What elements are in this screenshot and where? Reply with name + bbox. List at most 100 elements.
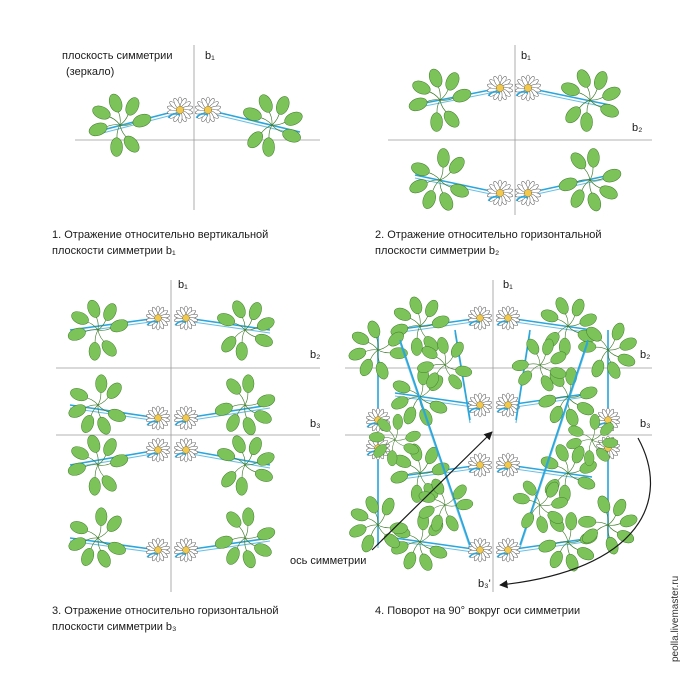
leaf <box>276 96 290 115</box>
leaf-cluster <box>67 299 129 361</box>
leaf <box>431 514 443 532</box>
leaf <box>226 547 240 565</box>
leaf <box>521 512 535 529</box>
panel1-caption-line1: 1. Отражение относительно вертикальной <box>52 229 269 241</box>
leaf <box>390 470 409 484</box>
daisy-flower <box>146 537 170 563</box>
leaf <box>95 374 108 393</box>
leaf <box>542 338 554 356</box>
panel4-axis-b1-label: b₁ <box>503 279 513 291</box>
leaf <box>410 337 423 356</box>
leaf <box>512 493 530 505</box>
daisy-flower <box>487 74 513 102</box>
panel2-axis-b1-label: b₁ <box>521 50 531 62</box>
leaf <box>611 322 625 341</box>
leaf <box>248 302 262 321</box>
panel3-caption-line2: плоскости симметрии b₃ <box>52 621 177 633</box>
leaf <box>242 550 256 569</box>
daisy-flower <box>515 179 541 207</box>
daisy-flower <box>496 452 520 478</box>
leaf-cluster <box>217 300 275 361</box>
leaf <box>589 413 600 430</box>
leaf <box>419 553 433 571</box>
leaf <box>429 400 448 414</box>
leaf <box>549 367 567 379</box>
leaf <box>373 444 387 458</box>
leaf <box>549 550 563 569</box>
leaf <box>602 437 619 448</box>
panel3-axis-b1-label: b₁ <box>178 279 188 291</box>
leaf <box>409 179 428 194</box>
leaf <box>437 148 450 168</box>
leaf <box>452 88 472 103</box>
leaf-cluster <box>578 322 637 379</box>
leaf-cluster <box>217 435 275 496</box>
leaf <box>70 388 89 402</box>
leaf <box>555 444 569 462</box>
leaf <box>110 137 123 157</box>
panel4-caption: 4. Поворот на 90° вокруг оси симметрии <box>375 605 581 617</box>
leaf-cluster <box>349 496 408 553</box>
leaf <box>437 337 449 354</box>
leaf-cluster <box>67 434 129 496</box>
leaf <box>68 404 87 418</box>
leaf-cluster <box>214 507 276 569</box>
leaf-cluster <box>538 512 598 572</box>
leaf <box>565 106 581 124</box>
panel4-axis-b2-label: b₂ <box>640 349 651 361</box>
leaf <box>368 432 385 443</box>
leaf <box>81 414 95 433</box>
leaf <box>605 536 619 555</box>
leaf <box>389 522 408 535</box>
stem-line <box>507 317 593 331</box>
panel4-axis-b3-prime-label: b₃' <box>478 578 491 590</box>
leaf <box>571 445 585 464</box>
leaf <box>584 450 595 467</box>
leaf <box>426 372 440 389</box>
leaf <box>88 477 101 496</box>
leaf <box>600 104 619 118</box>
leaf <box>95 507 108 526</box>
leaf <box>226 414 240 432</box>
leaf <box>70 521 89 535</box>
leaf <box>101 475 117 492</box>
floral-motifs <box>67 68 638 572</box>
leaf-cluster <box>68 507 126 568</box>
leaf <box>258 94 273 113</box>
stem-line <box>507 467 593 481</box>
daisy-flower <box>146 305 170 331</box>
stem-line <box>394 537 481 551</box>
leaf <box>555 297 569 315</box>
leaf-cluster <box>566 413 619 467</box>
leaf <box>254 333 273 347</box>
leaf <box>602 86 621 101</box>
leaf <box>596 448 610 462</box>
leaf <box>565 553 579 572</box>
leaf <box>405 430 421 442</box>
leaf <box>549 405 563 424</box>
leaf <box>411 162 430 176</box>
leaf <box>377 418 391 432</box>
leaf <box>110 454 129 468</box>
leaf <box>221 471 237 488</box>
leaf <box>132 113 152 128</box>
stem-line <box>185 320 271 334</box>
leaf <box>242 374 255 393</box>
daisy-flower <box>174 437 198 463</box>
leaf <box>439 192 454 211</box>
leaf <box>540 309 559 323</box>
leaf <box>226 511 242 528</box>
leaf <box>242 507 255 526</box>
leaf <box>422 190 436 209</box>
stem-line <box>519 339 589 546</box>
leaf <box>551 497 568 509</box>
leaf-cluster <box>540 297 597 356</box>
leaf <box>445 72 460 91</box>
leaf <box>430 112 443 132</box>
leaf <box>348 347 367 361</box>
daisy-flower <box>496 537 520 563</box>
leaf <box>97 549 111 568</box>
leaf-cluster <box>578 495 638 555</box>
leaf <box>445 515 459 532</box>
stem-line <box>507 464 593 478</box>
